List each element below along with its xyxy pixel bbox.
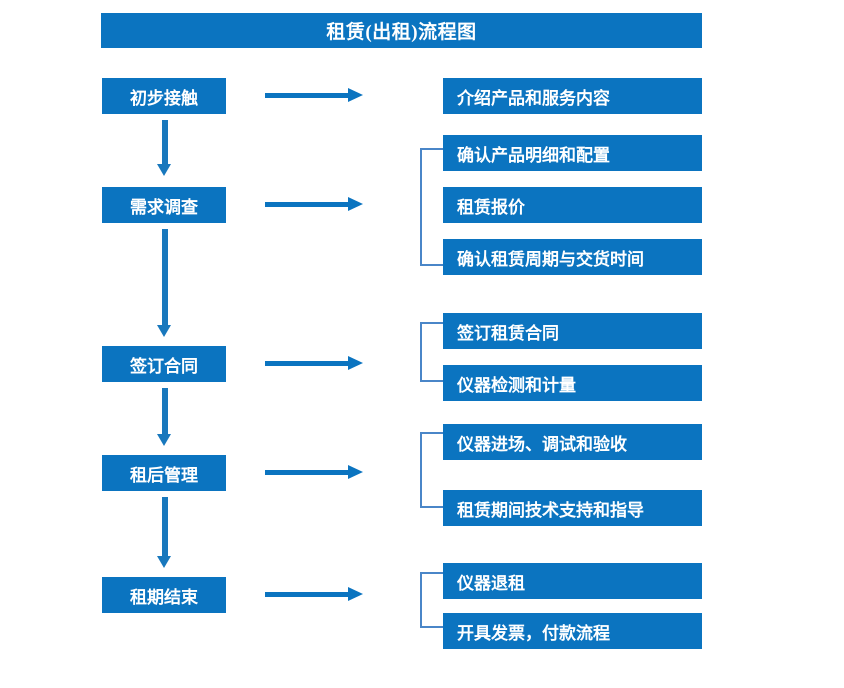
detail-box-3[interactable]: 租赁报价 xyxy=(443,187,702,223)
detail-box-1[interactable]: 介绍产品和服务内容 xyxy=(443,78,702,114)
detail-box-9[interactable]: 仪器退租 xyxy=(443,563,702,599)
right-arrow-icon-5 xyxy=(265,587,363,601)
detail-box-6[interactable]: 仪器检测和计量 xyxy=(443,365,702,401)
stage-box-1[interactable]: 初步接触 xyxy=(102,78,226,114)
group-bracket-5 xyxy=(420,572,443,628)
group-bracket-4 xyxy=(420,432,443,508)
down-arrow-icon-2 xyxy=(157,229,172,337)
detail-box-4[interactable]: 确认租赁周期与交货时间 xyxy=(443,239,702,275)
right-arrow-icon-3 xyxy=(265,356,363,370)
detail-box-8[interactable]: 租赁期间技术支持和指导 xyxy=(443,490,702,526)
group-bracket-2 xyxy=(420,148,443,266)
detail-box-2[interactable]: 确认产品明细和配置 xyxy=(443,135,702,171)
detail-box-7[interactable]: 仪器进场、调试和验收 xyxy=(443,424,702,460)
group-bracket-3 xyxy=(420,322,443,382)
stage-box-5[interactable]: 租期结束 xyxy=(102,577,226,613)
stage-box-2[interactable]: 需求调查 xyxy=(102,187,226,223)
stage-box-4[interactable]: 租后管理 xyxy=(102,455,226,491)
right-arrow-icon-1 xyxy=(265,88,363,102)
down-arrow-icon-3 xyxy=(157,388,172,446)
detail-box-10[interactable]: 开具发票，付款流程 xyxy=(443,613,702,649)
down-arrow-icon-1 xyxy=(157,120,172,176)
detail-box-5[interactable]: 签订租赁合同 xyxy=(443,313,702,349)
down-arrow-icon-4 xyxy=(157,497,172,568)
right-arrow-icon-4 xyxy=(265,465,363,479)
right-arrow-icon-2 xyxy=(265,197,363,211)
stage-box-3[interactable]: 签订合同 xyxy=(102,346,226,382)
page-title: 租赁(出租)流程图 xyxy=(101,13,702,48)
